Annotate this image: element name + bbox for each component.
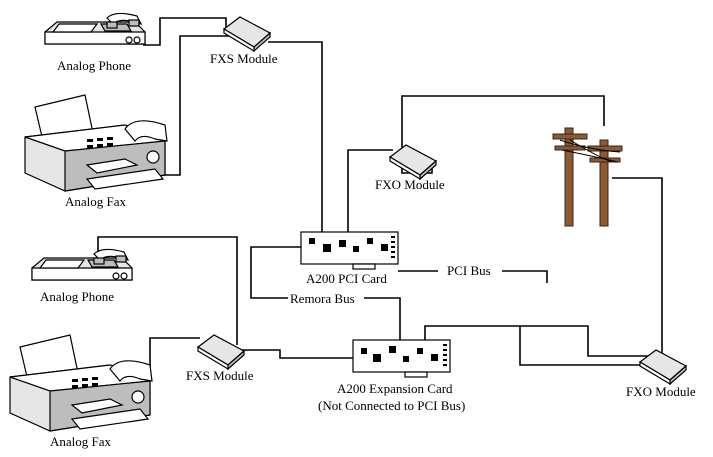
label-fax-top: Analog Fax <box>65 194 127 209</box>
label-fxs-top: FXS Module <box>210 51 278 66</box>
label-fxo-bottom: FXO Module <box>626 384 696 399</box>
wire-exp-pole <box>424 325 652 357</box>
label-phone-bottom: Analog Phone <box>40 289 114 304</box>
label-fxo-top: FXO Module <box>375 177 445 192</box>
module-card-icon <box>388 144 438 181</box>
pci-card-icon <box>352 339 451 378</box>
module-card-icon <box>222 16 272 53</box>
label-exp-card-line2: (Not Connected to PCI Bus) <box>318 398 465 413</box>
label-remora-bus: Remora Bus <box>290 291 355 306</box>
module-card-icon <box>638 349 688 386</box>
telephone-pole-icon <box>552 127 623 227</box>
label-fxs-bottom: FXS Module <box>186 368 254 383</box>
label-exp-card-line1: A200 Expansion Card <box>337 381 453 396</box>
analog-phone-icon <box>31 248 133 281</box>
fax-machine-icon <box>24 94 168 192</box>
label-pci-bus: PCI Bus <box>447 263 491 278</box>
label-phone-top: Analog Phone <box>57 58 131 73</box>
wire-phone-bottom-fxs <box>97 236 238 345</box>
wire-remora-bus-right <box>364 297 401 340</box>
module-card-icon <box>196 334 246 371</box>
pci-card-icon <box>300 231 399 270</box>
analog-phone-icon <box>44 12 146 45</box>
wires <box>97 17 663 378</box>
wire-fax-top-fxs <box>163 35 230 176</box>
wire-fxs-bottom-exp <box>240 349 355 359</box>
wire-fxo-top-pole <box>401 95 605 174</box>
wire-fxo-bottom-pole-right <box>612 177 663 356</box>
wire-remora-bus-left <box>250 246 301 299</box>
label-pci-card: A200 PCI Card <box>306 271 387 286</box>
wire-phone-top-fxs <box>143 17 227 46</box>
wire-fxs-top-pci <box>268 41 323 232</box>
wire-fxo-top-pci <box>347 149 393 232</box>
wire-pci-bus-right <box>502 270 548 283</box>
fax-machine-icon <box>9 334 153 432</box>
label-fax-bottom: Analog Fax <box>50 434 112 449</box>
wire-fxo-bottom-pole <box>519 326 640 366</box>
